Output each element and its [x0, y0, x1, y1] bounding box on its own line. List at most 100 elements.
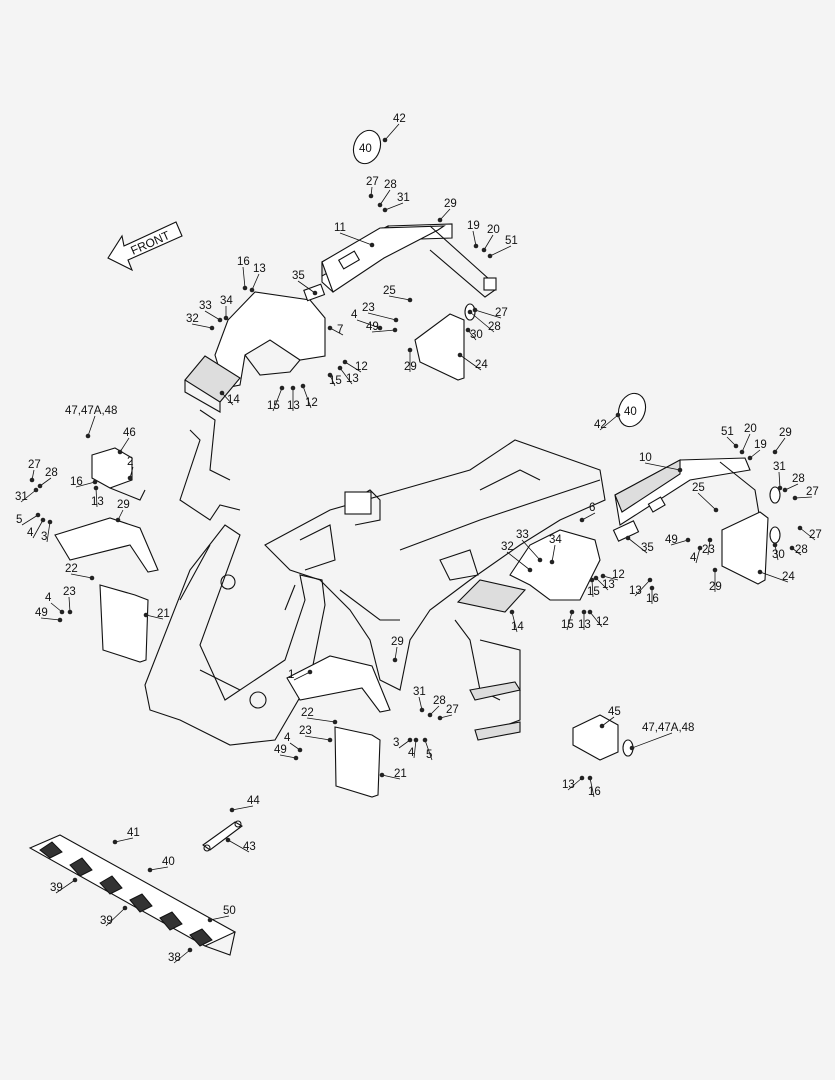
callout-leader	[424, 739, 433, 761]
fastener-mark	[300, 383, 306, 389]
step-right	[456, 579, 527, 613]
fastener-mark	[593, 575, 599, 581]
callout-leader	[114, 837, 134, 843]
callout-number: 28	[384, 179, 397, 191]
callout-number: 43	[243, 841, 256, 853]
fastener-mark	[59, 609, 65, 615]
fastener-mark	[249, 287, 255, 293]
callout-number: 4	[351, 309, 358, 321]
fastener-mark	[712, 567, 718, 573]
callout-leader	[191, 323, 213, 329]
fastener-mark	[647, 577, 653, 583]
fastener-mark	[327, 737, 333, 743]
callout-leader	[774, 437, 786, 453]
fastener-mark	[713, 507, 719, 513]
callout-leader	[20, 489, 37, 503]
callout-leader	[794, 496, 813, 499]
fastener-mark	[47, 519, 53, 525]
callout-number: 15	[561, 619, 574, 631]
fastener-mark	[579, 775, 585, 781]
callout-leader	[381, 774, 401, 780]
fender-cover-right	[612, 457, 761, 542]
fastener-mark	[473, 243, 479, 249]
callout-number: 40	[162, 856, 175, 868]
fastener-mark	[733, 443, 739, 449]
washer	[769, 486, 781, 504]
callout-number: 35	[292, 270, 305, 282]
callout-leader	[601, 716, 615, 727]
callout-number: 3	[41, 531, 47, 543]
callout-leader	[367, 312, 397, 321]
callout-number: 12	[305, 397, 318, 409]
callout-leader	[50, 602, 63, 613]
callout-leader	[40, 617, 61, 621]
callout-leader	[631, 732, 673, 749]
bracket-46	[91, 447, 146, 501]
callout-leader	[356, 319, 381, 329]
callout-number: 35	[641, 542, 654, 554]
fastener-mark	[527, 567, 533, 573]
fastener-mark	[223, 315, 229, 321]
callout-number: 15	[267, 400, 280, 412]
callout-number: 27	[495, 307, 508, 319]
callout-leader	[459, 354, 482, 371]
fastener-mark	[92, 479, 98, 485]
fastener-mark	[457, 352, 463, 358]
callout-leader	[221, 392, 234, 406]
callout-number: 31	[15, 491, 28, 503]
callout-number: 22	[301, 707, 314, 719]
callout-leader	[566, 611, 573, 631]
fastener-mark	[147, 867, 153, 873]
fastener-mark	[685, 537, 691, 543]
callout-leader	[567, 777, 583, 791]
fastener-mark	[649, 585, 655, 591]
callout-number: 23	[362, 302, 375, 314]
callout-leader	[591, 579, 594, 598]
callout-number: 27	[446, 704, 459, 716]
callout-leader	[344, 361, 362, 373]
fastener-mark	[327, 325, 333, 331]
fastener-mark	[747, 455, 753, 461]
fastener-mark	[697, 545, 703, 551]
callout-leader	[339, 232, 373, 246]
callout-number: 31	[413, 686, 426, 698]
callout-number: 13	[346, 373, 359, 385]
callout-leader	[231, 805, 254, 811]
callout-leader	[506, 551, 531, 571]
callout-number: 6	[589, 502, 595, 514]
callout-number: 33	[516, 529, 529, 541]
callout-number: 16	[237, 256, 250, 268]
callout-leader	[209, 915, 230, 921]
callout-number: 7	[337, 324, 343, 336]
fastener-mark	[739, 449, 745, 455]
callout-leader	[697, 492, 717, 511]
fastener-mark	[789, 545, 795, 551]
fastener-mark	[67, 609, 73, 615]
callout-number: 49	[274, 744, 287, 756]
callout-number: 13	[602, 579, 615, 591]
fastener-mark	[342, 359, 348, 365]
fastener-mark	[377, 202, 383, 208]
fastener-mark	[599, 723, 605, 729]
callout-number: 13	[629, 585, 642, 597]
callout-leader	[384, 123, 400, 141]
callout-number: 49	[35, 607, 48, 619]
callout-number: 20	[744, 423, 757, 435]
callout-number: 5	[16, 514, 22, 526]
fastener-mark	[587, 775, 593, 781]
callout-leader	[634, 579, 651, 597]
callout-leader	[204, 310, 221, 321]
fastener-mark	[382, 137, 388, 143]
callout-leader	[379, 189, 391, 206]
callout-number: 27	[806, 486, 819, 498]
callout-leader	[302, 385, 312, 409]
callout-number: 11	[334, 222, 346, 234]
callout-leader	[384, 202, 404, 211]
fastener-mark	[549, 559, 555, 565]
link-43	[202, 820, 243, 852]
callout-number: 28	[795, 544, 808, 556]
callout-number: 13	[91, 496, 104, 508]
callout-number: 16	[588, 786, 601, 798]
